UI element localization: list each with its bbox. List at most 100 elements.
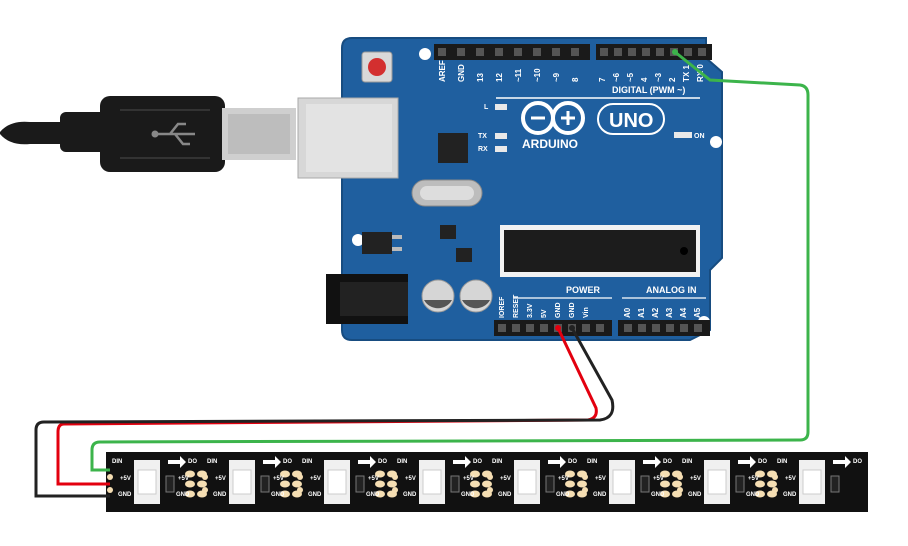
pin-label: A4 [679,307,688,318]
vcc-label: +5V [120,476,131,482]
do-label: DO [758,459,767,465]
vcc-label: +5V [558,476,569,482]
arrow-right-icon [548,456,566,468]
uno-model-label: UNO [609,110,653,132]
mount-hole [419,48,431,60]
on-label: ON [694,133,705,140]
pin-label: TX 1 [682,65,691,82]
smd-component [440,225,456,239]
led-rx-label: RX [478,146,488,153]
pin-label: 7 [598,77,607,82]
led-l [495,104,507,110]
capacitor [421,279,455,313]
din-label: DIN [112,459,122,465]
do-label: DO [473,459,482,465]
arrow-right-icon [453,456,471,468]
arrow-right-icon [358,456,376,468]
pin-label: A2 [651,307,660,318]
do-label: DO [188,459,197,465]
pin-label: Vin [583,307,590,318]
din-label: DIN [587,459,597,465]
digital-header-right [596,44,712,60]
usb-icon [151,122,195,146]
digital-header-left [434,44,590,60]
power-pin-labels: IOREF RESET 3.3V 5V GND GND Vin [499,294,590,318]
power-header [494,320,612,336]
led-rx [495,146,507,152]
capacitor [459,279,493,313]
arrow-right-icon [738,456,756,468]
arrow-right-icon [263,456,281,468]
din-label: DIN [682,459,692,465]
pin-label: 5V [541,309,548,318]
vcc-label: +5V [595,476,606,482]
pin-label: GND [555,302,562,318]
pin-label: GND [569,302,576,318]
reset-button[interactable] [361,51,393,83]
pin-label: IOREF [499,296,506,318]
gnd-label: GND [176,492,190,498]
din-label: DIN [207,459,217,465]
pin-label: GND [457,64,466,82]
pin-label: 13 [476,73,485,82]
gnd-label: GND [308,492,322,498]
arrow-right-icon [643,456,661,468]
gnd-label: GND [403,492,417,498]
usb-controller-chip [438,133,468,163]
pin-label: 4 [640,77,649,82]
vcc-label: +5V [405,476,416,482]
gnd-label: GND [651,492,665,498]
gnd-label: GND [593,492,607,498]
vcc-label: +5V [463,476,474,482]
pin-label: 2 [668,77,677,82]
vcc-label: +5V [310,476,321,482]
do-label: DO [283,459,292,465]
power-wire[interactable] [56,327,598,486]
smd-component [456,248,472,262]
do-label: DO [663,459,672,465]
pin-label: 3.3V [527,303,534,318]
gnd-label: GND [498,492,512,498]
vcc-label: +5V [500,476,511,482]
vcc-label: +5V [748,476,759,482]
usb-cable[interactable] [0,96,296,172]
mount-hole [352,234,364,246]
vcc-label: +5V [653,476,664,482]
pin-label: ~10 [533,68,542,82]
pin-label: 8 [571,77,580,82]
pin-label: ~11 [514,68,523,82]
data-wire[interactable] [90,50,810,472]
arrow-right-icon [833,456,851,468]
vcc-label: +5V [215,476,226,482]
din-label: DIN [397,459,407,465]
led-l-label: L [484,104,489,111]
gnd-label: GND [746,492,760,498]
neopixel-led-strip[interactable]: DIN+5VGNDDO+5VGNDDIN+5VGNDDO+5VGNDDIN+5V… [106,452,868,512]
arduino-wordmark: ARDUINO [522,137,578,151]
power-label: POWER [566,285,601,295]
strip-pixel: DIN +5V GND DO +5V GND [582,456,682,504]
analog-in-label: ANALOG IN [646,285,697,295]
pin-label: RESET [513,294,520,318]
led-tx [495,133,507,139]
pin-label: A0 [623,307,632,318]
pin-label: A5 [693,307,702,318]
pin-label: ~9 [552,72,561,82]
vcc-label: +5V [273,476,284,482]
voltage-regulator [362,232,392,254]
pin-label: 12 [495,73,504,82]
do-label: DO [568,459,577,465]
mount-hole [710,136,722,148]
do-label: DO [853,459,862,465]
ground-wire[interactable] [34,327,615,498]
